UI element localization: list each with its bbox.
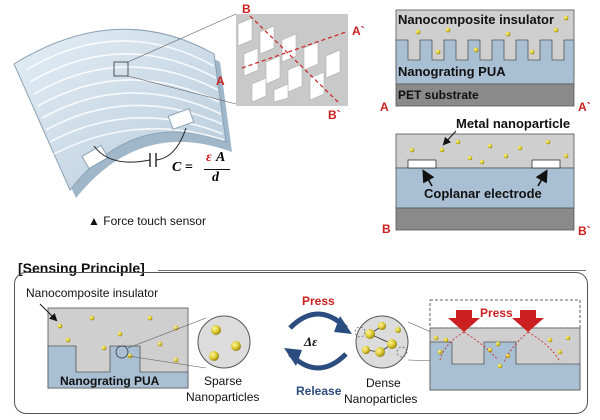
left-particles [57, 315, 179, 363]
formula-lhs: C = [172, 160, 193, 175]
formula-bar [204, 169, 230, 170]
sensor-electrode-pad [167, 108, 195, 130]
formula-distance: d [212, 170, 219, 185]
press-label: Press [302, 294, 335, 308]
coplanar-electrode-label: Coplanar electrode [424, 186, 542, 201]
dense-particles [362, 322, 401, 357]
sparse-label: Sparse [204, 374, 243, 388]
section-a-right-marker: A` [578, 100, 591, 114]
delta-epsilon-label: Δε [304, 334, 318, 349]
closeup-label-b: B [242, 2, 251, 16]
nanoparticle-pointer [442, 130, 457, 146]
formula-area: A [216, 150, 226, 165]
section-a-insulator-label: Nanocomposite insulator [398, 12, 555, 27]
insulator-pointer [39, 303, 58, 322]
grating-ridges [237, 17, 341, 103]
dense-zoom-circle [355, 315, 409, 369]
triangle-icon: ▲ [88, 214, 100, 228]
metal-nanoparticle-label: Metal nanoparticle [456, 116, 571, 131]
section-a-pua-label: Nanograting PUA [398, 64, 506, 79]
section-b-particles [409, 139, 569, 165]
sensor-sheet [13, 28, 227, 191]
section-a-particles [415, 15, 569, 55]
coplanar-electrode-right [531, 159, 561, 169]
cut-line-aa [241, 31, 347, 69]
electrode-pointer-right [535, 169, 548, 187]
title-rule [158, 270, 586, 271]
section-a-substrate-label: PET substrate [398, 88, 479, 102]
principle-insulator-label: Nanocomposite insulator [26, 286, 159, 300]
sensor-caption: ▲ Force touch sensor [88, 214, 206, 228]
sparse-particles [209, 325, 241, 361]
left-zoom-marker [115, 345, 129, 359]
capacitor-wire [93, 145, 151, 163]
sparse-label-2: Nanoparticles [186, 390, 260, 404]
section-a-left-marker: A [380, 100, 389, 114]
section-a-substrate [395, 83, 575, 107]
sensor-grating-lines [25, 40, 225, 155]
press-indicators [448, 310, 544, 332]
sensing-principle-panel [14, 272, 588, 414]
right-particles [433, 335, 571, 369]
section-b-left-marker: B [382, 222, 391, 236]
section-b-substrate [395, 207, 575, 231]
sensor-electrode-pad [81, 144, 109, 170]
dense-dashed-rings [354, 326, 408, 358]
section-b-right-marker: B` [578, 224, 591, 238]
right-pua [429, 341, 581, 391]
electrode-pointer-left [422, 169, 435, 187]
coplanar-electrode-left [407, 159, 437, 169]
left-pua [47, 345, 189, 389]
release-label: Release [296, 384, 342, 398]
dense-label-2: Nanoparticles [344, 392, 418, 406]
dense-label: Dense [366, 376, 401, 390]
zoom-source-box [113, 61, 129, 77]
closeup-label-b-prime: B` [328, 108, 341, 122]
sparse-zoom-circle [197, 315, 251, 369]
principle-pua-label: Nanograting PUA [60, 374, 160, 388]
sensor-caption-text: Force touch sensor [103, 214, 206, 228]
press-box-label: Press [480, 306, 513, 320]
formula-epsilon: ε [206, 150, 212, 165]
closeup-label-a-prime: A` [352, 24, 365, 38]
closeup-label-a: A [216, 74, 225, 88]
section-a-pua [395, 39, 575, 85]
press-force-lines [439, 331, 561, 363]
